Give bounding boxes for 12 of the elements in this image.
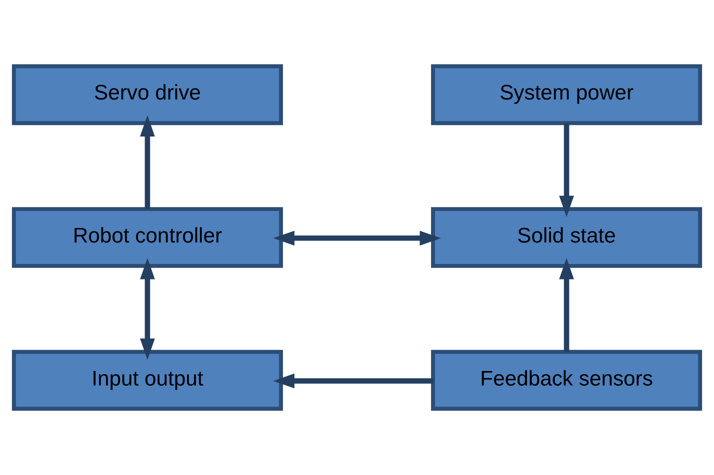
arrow xyxy=(273,230,441,246)
arrow xyxy=(559,123,574,217)
arrow xyxy=(140,258,155,360)
node-box: Servo drive xyxy=(12,64,283,126)
node-box: Solid state xyxy=(431,207,702,268)
node-box: Input output xyxy=(12,350,283,411)
arrow xyxy=(140,115,155,209)
arrow xyxy=(559,258,574,352)
node-box: Robot controller xyxy=(12,207,283,268)
arrow xyxy=(273,374,433,388)
node-box: Feedback sensors xyxy=(431,350,702,411)
node-box: System power xyxy=(431,64,702,126)
